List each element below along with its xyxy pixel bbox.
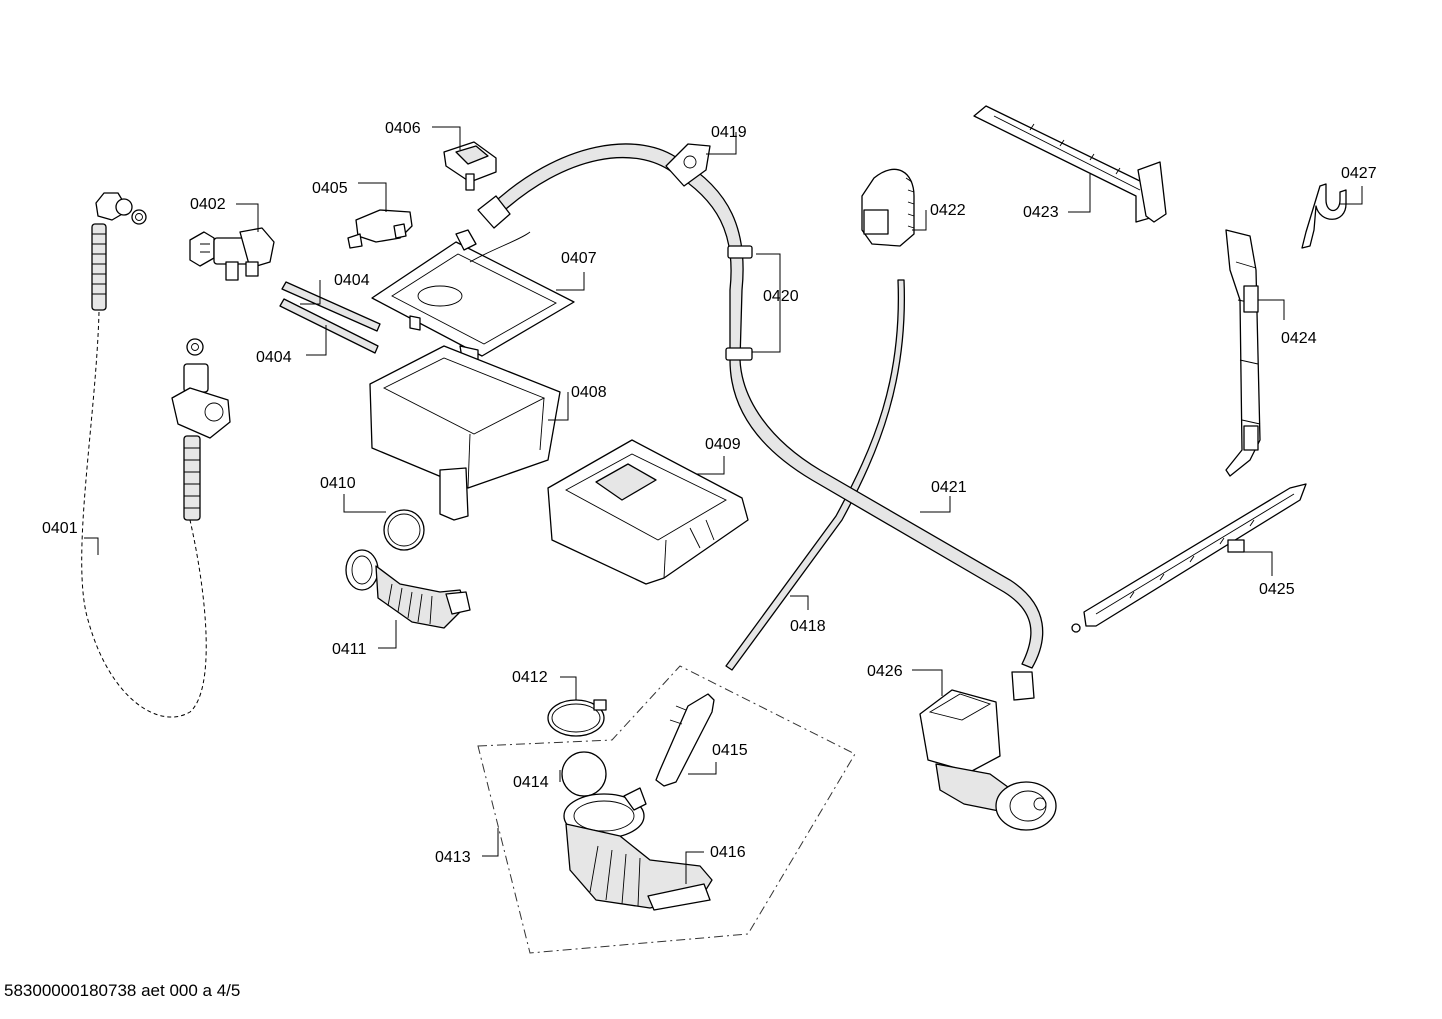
label-0405: 0405 bbox=[312, 180, 348, 197]
label-0411: 0411 bbox=[332, 641, 367, 658]
part-0409-detergent-drawer[interactable] bbox=[547, 439, 749, 585]
part-0418-pressure-tube[interactable] bbox=[725, 279, 906, 671]
part-0425-cable-holder-bottom[interactable] bbox=[1071, 483, 1307, 633]
label-0425: 0425 bbox=[1259, 581, 1295, 598]
part-0401-inlet-hose[interactable] bbox=[81, 192, 231, 718]
part-0421-drain-hose[interactable] bbox=[477, 143, 1044, 701]
part-0404-hose-pieces[interactable] bbox=[279, 281, 381, 354]
label-0401: 0401 bbox=[42, 520, 78, 537]
part-0406-clip[interactable] bbox=[443, 141, 497, 191]
label-0408: 0408 bbox=[571, 384, 607, 401]
label-0421: 0421 bbox=[931, 479, 967, 496]
part-0408-dispenser-housing[interactable] bbox=[369, 345, 561, 521]
label-0410: 0410 bbox=[320, 475, 356, 492]
part-0405-bracket[interactable] bbox=[347, 209, 413, 249]
label-0426: 0426 bbox=[867, 663, 903, 680]
part-0407-dispenser-cover[interactable] bbox=[371, 229, 575, 363]
part-0410-seal-ring[interactable] bbox=[383, 509, 425, 551]
label-0407: 0407 bbox=[561, 250, 597, 267]
label-0418: 0418 bbox=[790, 618, 826, 635]
label-0422: 0422 bbox=[930, 202, 966, 219]
label-0420: 0420 bbox=[763, 288, 799, 305]
part-0420-clamps[interactable] bbox=[725, 245, 753, 361]
part-0427-hook[interactable] bbox=[1301, 183, 1347, 249]
label-0414: 0414 bbox=[513, 774, 549, 791]
part-0426-drain-pump[interactable] bbox=[919, 689, 1057, 831]
part-0411-bellows-hose[interactable] bbox=[345, 549, 471, 629]
part-0424-cable-holder-side[interactable] bbox=[1225, 229, 1261, 477]
part-0414-ball[interactable] bbox=[561, 751, 607, 797]
label-0402: 0402 bbox=[190, 196, 226, 213]
label-0409: 0409 bbox=[705, 436, 741, 453]
document-code: 58300000180738 aet 000 a 4/5 bbox=[4, 981, 241, 1000]
part-0416-sump-hose[interactable] bbox=[563, 787, 713, 911]
label-0404-upper: 0404 bbox=[334, 272, 370, 289]
label-0413: 0413 bbox=[435, 849, 471, 866]
leader-lines bbox=[84, 126, 1363, 884]
label-0427: 0427 bbox=[1341, 165, 1377, 182]
part-0423-cable-holder-top[interactable] bbox=[973, 105, 1167, 223]
part-0422-hose-holder[interactable] bbox=[861, 168, 915, 247]
part-0402-inlet-valve[interactable] bbox=[189, 227, 275, 281]
label-0416: 0416 bbox=[710, 844, 746, 861]
label-0406: 0406 bbox=[385, 120, 421, 137]
label-0404-lower: 0404 bbox=[256, 349, 292, 366]
label-0424: 0424 bbox=[1281, 330, 1317, 347]
part-0415-heater-sleeve[interactable] bbox=[655, 693, 715, 787]
label-0423: 0423 bbox=[1023, 204, 1059, 221]
part-0412-hose-clamp[interactable] bbox=[547, 699, 607, 737]
label-0415: 0415 bbox=[712, 742, 748, 759]
label-0419: 0419 bbox=[711, 124, 747, 141]
label-0412: 0412 bbox=[512, 669, 548, 686]
sump-kit-boundary bbox=[477, 665, 856, 954]
part-0419-hose-fitting[interactable] bbox=[665, 143, 711, 187]
